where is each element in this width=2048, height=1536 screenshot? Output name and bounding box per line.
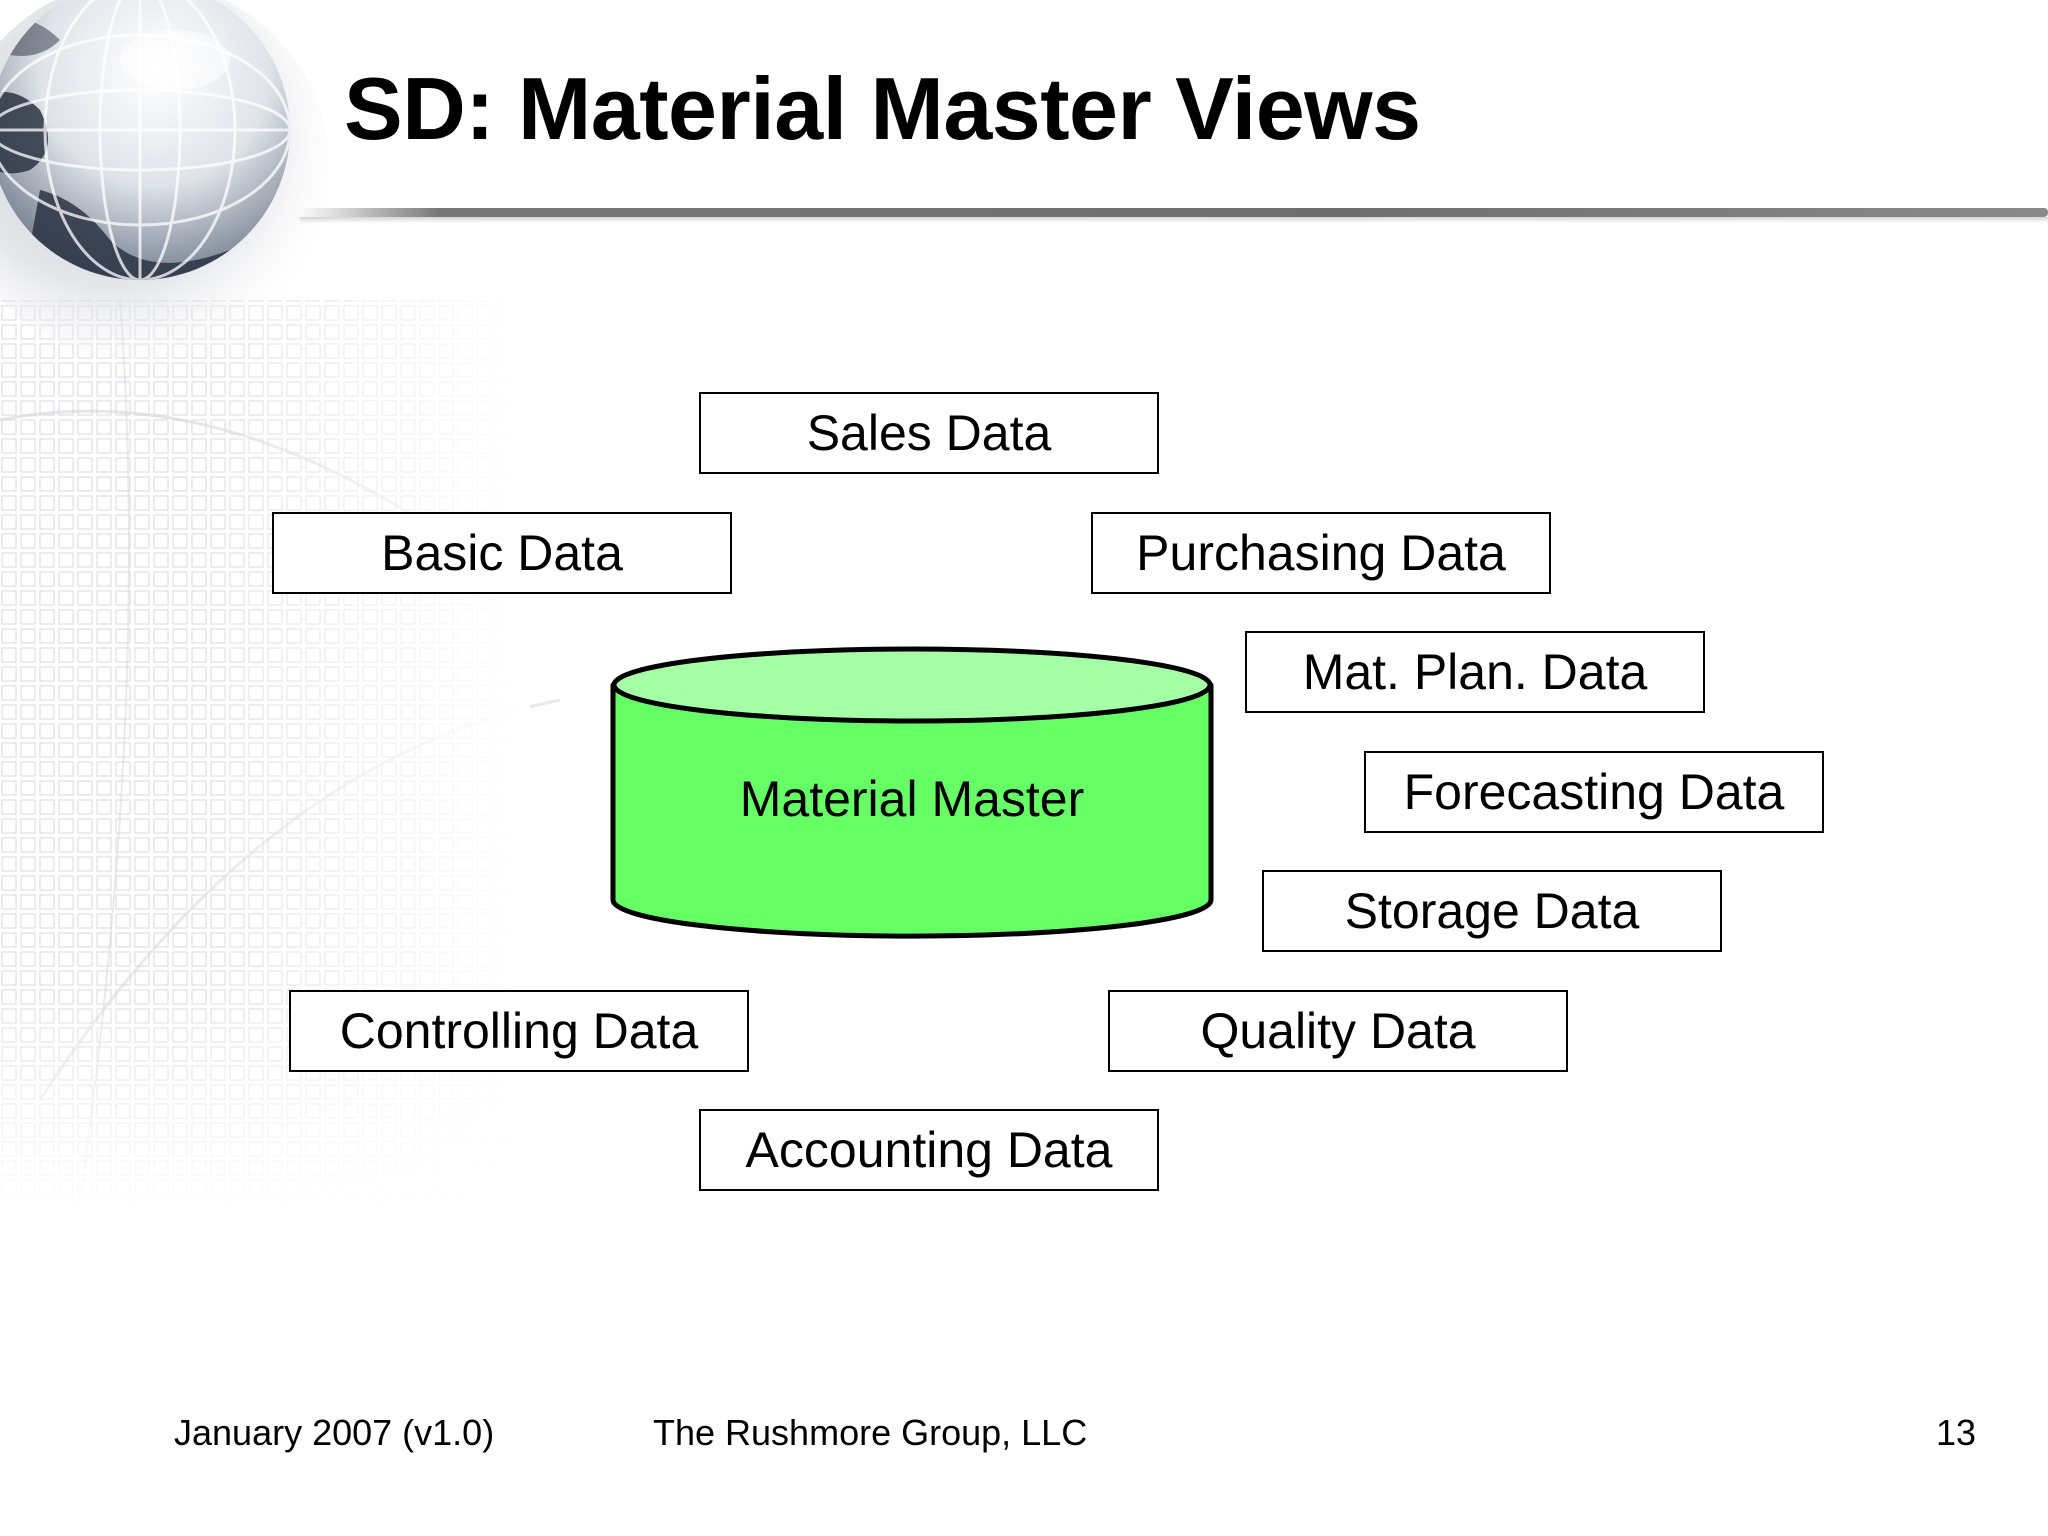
view-box-controlling-data: Controlling Data bbox=[289, 990, 749, 1072]
view-box-mat-plan-data: Mat. Plan. Data bbox=[1245, 631, 1705, 713]
title-divider-shadow bbox=[300, 217, 2048, 223]
material-master-label: Material Master bbox=[739, 771, 1085, 827]
material-master-cylinder bbox=[610, 646, 1214, 939]
view-box-accounting-data: Accounting Data bbox=[699, 1109, 1159, 1191]
footer-company: The Rushmore Group, LLC bbox=[653, 1412, 1088, 1453]
view-box-forecasting-data: Forecasting Data bbox=[1364, 751, 1824, 833]
view-box-basic-data: Basic Data bbox=[272, 512, 732, 594]
globe-icon bbox=[0, 0, 330, 360]
page-title: SD: Material Master Views bbox=[344, 59, 1421, 158]
footer-page-number: 13 bbox=[1935, 1412, 1976, 1453]
view-box-sales-data: Sales Data bbox=[699, 392, 1159, 474]
view-box-storage-data: Storage Data bbox=[1262, 870, 1722, 952]
view-box-purchasing-data: Purchasing Data bbox=[1091, 512, 1551, 594]
view-box-quality-data: Quality Data bbox=[1108, 990, 1568, 1072]
footer-date: January 2007 (v1.0) bbox=[174, 1412, 495, 1453]
title-divider bbox=[300, 208, 2048, 217]
